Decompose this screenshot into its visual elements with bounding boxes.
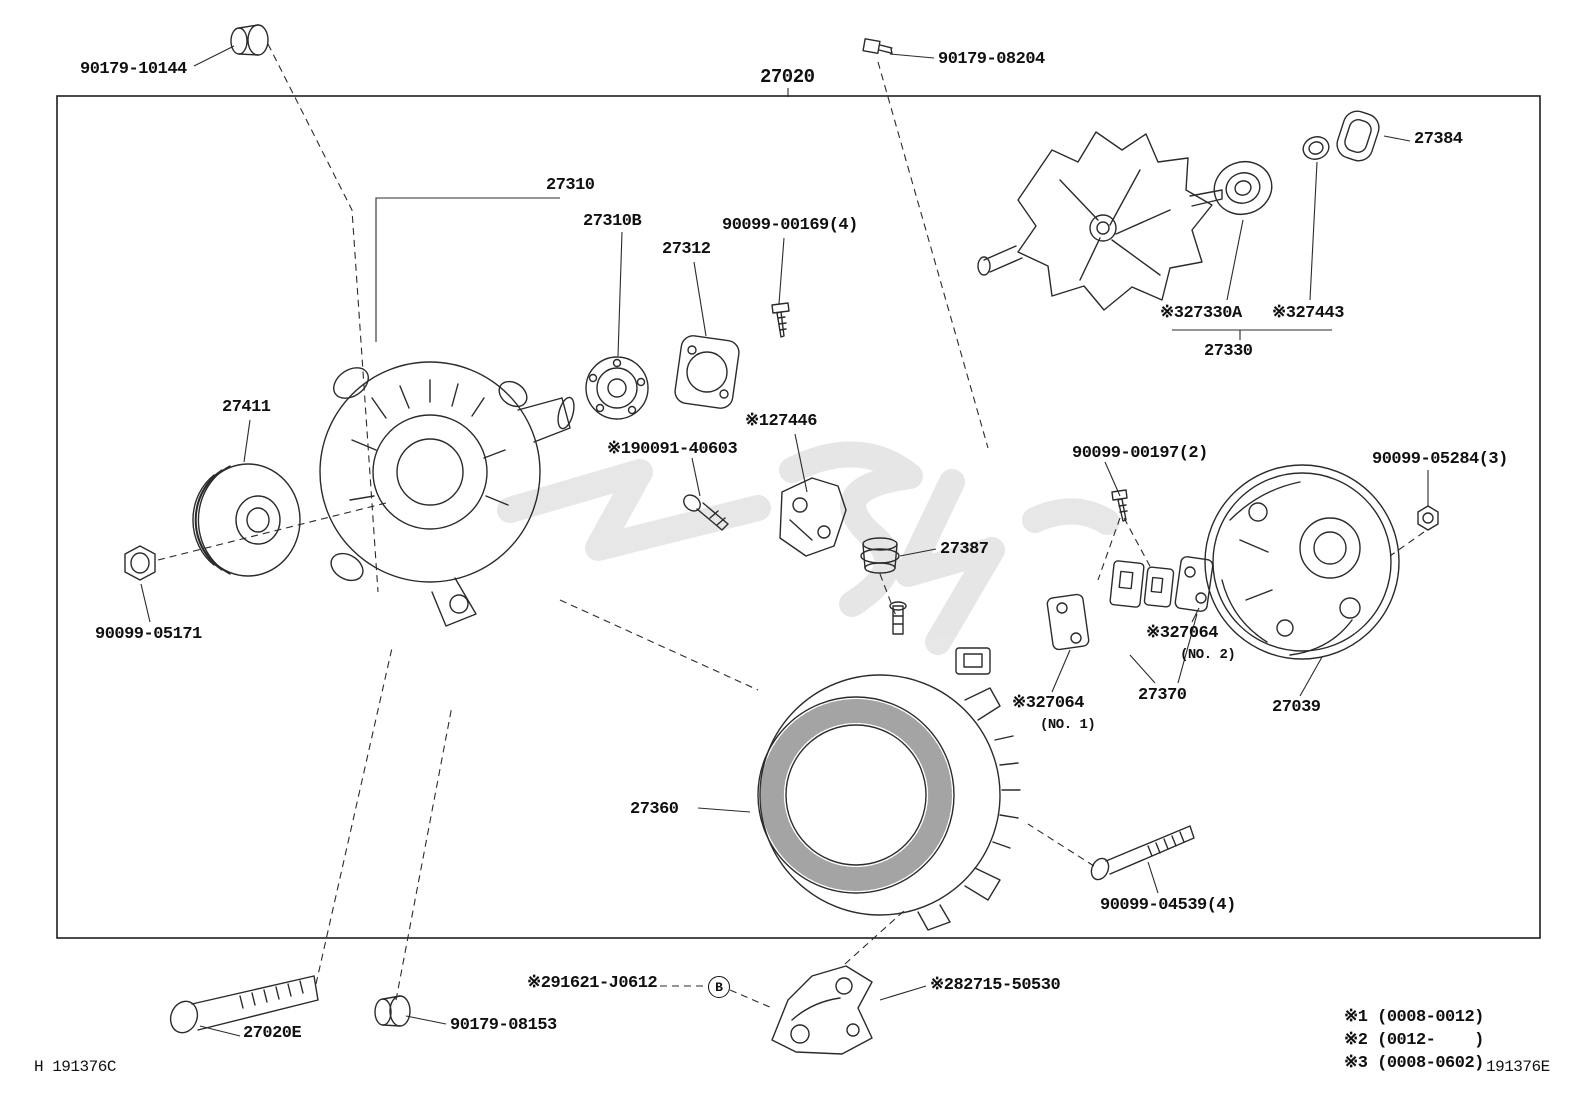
pulley-nut-drawing <box>124 545 156 581</box>
through-bolt-drawing <box>1090 825 1195 881</box>
diagram-frame <box>56 95 1541 939</box>
part-label-27443: ※327443 <box>1272 304 1344 323</box>
terminal-bolt-drawing <box>683 494 729 531</box>
part-label-27020: 27020 <box>760 66 815 88</box>
part-label-90179-10144: 90179-10144 <box>80 60 187 79</box>
part-label-27330: 27330 <box>1204 342 1253 361</box>
callout-b-badge: B <box>708 976 730 998</box>
part-label-27411: 27411 <box>222 398 271 417</box>
part-label-27064-no1-sub: (NO. 1) <box>1040 717 1096 733</box>
legend-note-2: ※2 (0012- ) <box>1344 1031 1484 1050</box>
bearing-retainer-drawing <box>674 335 740 409</box>
front-bearing-drawing <box>585 356 649 420</box>
part-label-27312: 27312 <box>662 240 711 259</box>
part-label-27020E: 27020E <box>243 1024 302 1043</box>
bushing-top-drawing <box>230 24 269 56</box>
figure-code-left: H 191376C <box>34 1058 116 1076</box>
front-bracket-drawing <box>319 361 575 627</box>
legend-note-1: ※1 (0008-0012) <box>1344 1008 1484 1027</box>
terminal-screw-drawing <box>862 38 893 55</box>
stator-drawing <box>757 674 1021 931</box>
part-label-27064-no2: ※327064 <box>1146 624 1218 643</box>
legend-note-3: ※3 (0008-0602) <box>1344 1054 1484 1073</box>
rotor-bearing-drawing <box>1213 160 1273 216</box>
terminal-bracket-drawing <box>779 477 847 557</box>
part-label-90099-04539: 90099-04539(4) <box>1100 896 1236 915</box>
regulator-screw-drawing <box>1111 489 1128 522</box>
bearing-cover-drawing <box>1336 110 1380 162</box>
retainer-screw-drawing <box>771 302 790 338</box>
brush-holder-drawing <box>1109 560 1175 608</box>
part-label-27064-no1: ※327064 <box>1012 694 1084 713</box>
part-label-90099-05171: 90099-05171 <box>95 625 202 644</box>
part-label-27039: 27039 <box>1272 698 1321 717</box>
cover-nut-drawing <box>1417 505 1439 531</box>
part-label-90099-05284: 90099-05284(3) <box>1372 450 1508 469</box>
part-label-27310: 27310 <box>546 176 595 195</box>
part-label-90091-40603: ※190091-40603 <box>607 440 738 459</box>
rotor-seal-drawing <box>1302 136 1330 160</box>
part-label-27387: 27387 <box>940 540 989 559</box>
part-label-90099-00197: 90099-00197(2) <box>1072 444 1208 463</box>
part-label-82715-50530: ※282715-50530 <box>930 976 1061 995</box>
stator-terminal-drawing <box>889 601 991 675</box>
part-label-90179-08153: 90179-08153 <box>450 1016 557 1035</box>
part-label-90099-00169: 90099-00169(4) <box>722 216 858 235</box>
insulator-washer-drawing <box>860 537 900 574</box>
watermark <box>497 441 1120 655</box>
rectifier-no1-drawing <box>1046 593 1090 651</box>
part-label-27384: 27384 <box>1414 130 1463 149</box>
figure-code-right: 191376E <box>1486 1058 1550 1076</box>
rotor-drawing <box>977 131 1223 311</box>
part-label-27446: ※127446 <box>745 412 817 431</box>
part-label-27360: 27360 <box>630 800 679 819</box>
part-label-27330A: ※327330A <box>1160 304 1242 323</box>
pulley-drawing <box>192 463 301 577</box>
adjust-bracket-drawing <box>771 965 873 1055</box>
spacer-bushing-drawing <box>374 995 411 1027</box>
part-label-27370: 27370 <box>1138 686 1187 705</box>
part-label-91621-J0612: ※291621-J0612 <box>527 974 658 993</box>
rectifier-no2-drawing <box>1174 556 1214 612</box>
part-label-90179-08204: 90179-08204 <box>938 50 1045 69</box>
pivot-bolt-drawing <box>169 975 319 1034</box>
part-label-27310B: 27310B <box>583 212 642 231</box>
rear-cover-drawing <box>1204 464 1400 660</box>
part-label-27064-no2-sub: (NO. 2) <box>1180 647 1236 663</box>
leader-lines <box>140 45 1429 1037</box>
